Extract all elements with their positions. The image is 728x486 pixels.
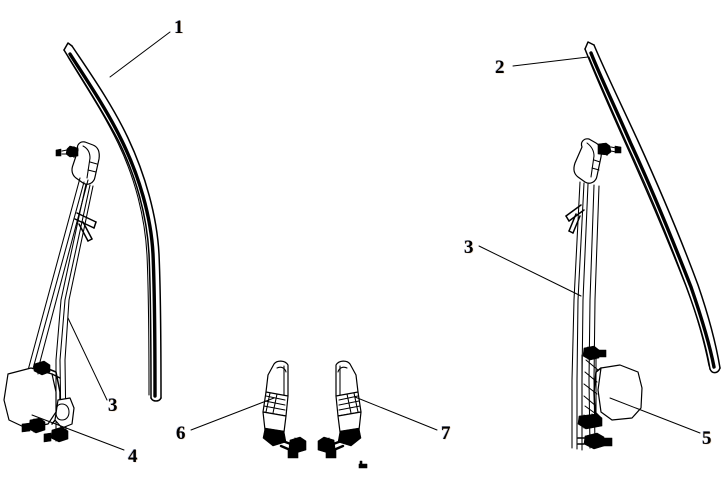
left-pillar-trim-molding-art <box>63 42 162 402</box>
leader-line-left-seat-belt-webbing-assembly <box>67 317 108 401</box>
callout-number-right-seat-belt-retractor: 5 <box>702 428 712 449</box>
leader-line-right-seat-belt-buckle <box>354 396 438 431</box>
callout-number-left-seat-belt-buckle: 6 <box>176 423 186 444</box>
callout-number-left-seat-belt-webbing-assembly: 3 <box>108 395 118 416</box>
callout-leader-lines <box>31 31 701 451</box>
callout-number-right-seat-belt-buckle: 7 <box>441 423 451 444</box>
leader-line-right-seat-belt-webbing-assembly <box>478 245 582 297</box>
right-seat-belt-retractor-art <box>577 345 643 450</box>
left-seat-belt-webbing-assembly-art <box>26 141 100 433</box>
callout-number-left-pillar-trim-molding: 1 <box>174 17 184 38</box>
leader-line-left-seat-belt-retractor <box>31 414 125 451</box>
left-seat-belt-buckle-art <box>262 360 307 459</box>
leader-line-left-seat-belt-buckle <box>190 397 275 431</box>
callout-number-right-seat-belt-webbing-assembly: 3 <box>464 237 474 258</box>
left-seat-belt-retractor-art <box>3 360 75 443</box>
leader-line-right-seat-belt-retractor <box>609 397 701 434</box>
callout-number-left-seat-belt-retractor: 4 <box>128 446 138 467</box>
right-seat-belt-buckle-art <box>317 360 362 459</box>
callout-number-right-pillar-trim-molding: 2 <box>495 57 505 78</box>
leader-line-left-pillar-trim-molding <box>109 31 171 78</box>
leader-line-right-pillar-trim-molding <box>512 56 589 67</box>
stray-ink-mark <box>358 460 368 469</box>
right-pillar-trim-molding-art <box>584 41 721 374</box>
